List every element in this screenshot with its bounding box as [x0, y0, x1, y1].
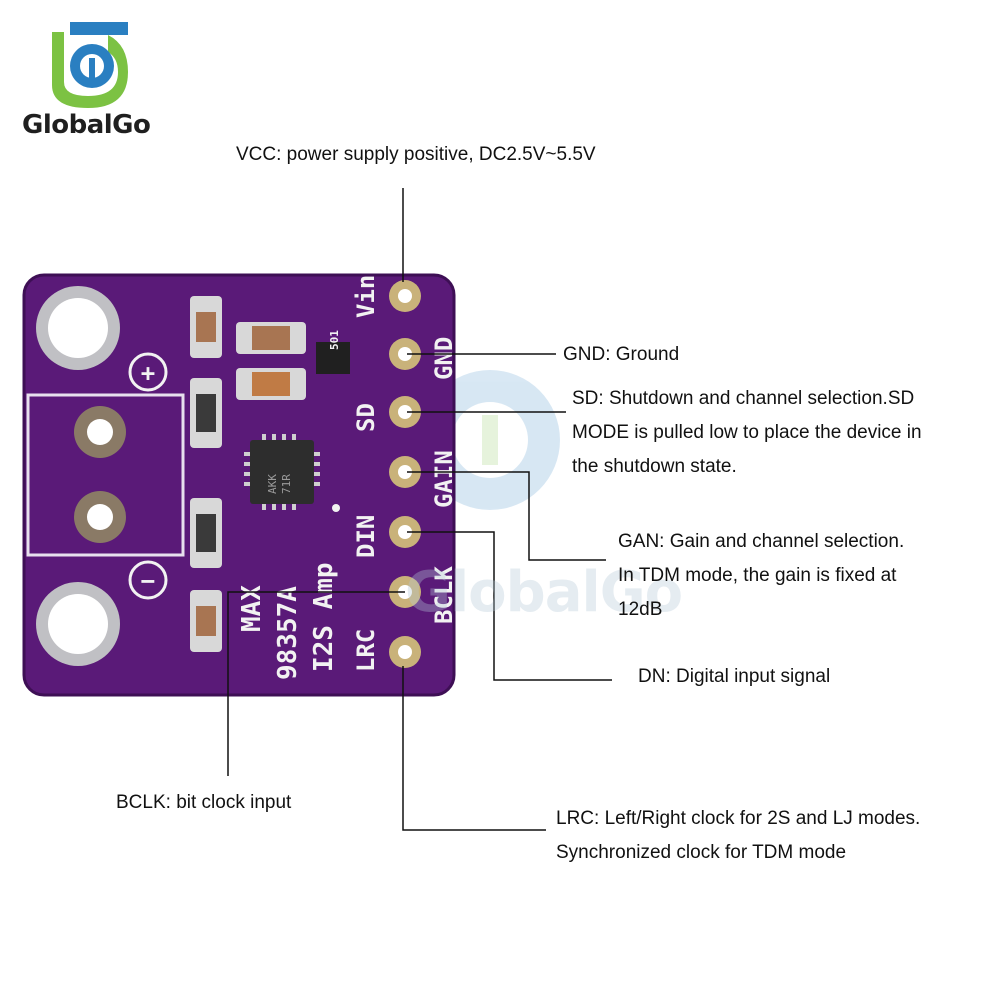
chip-marking-line-2: 71R: [280, 474, 293, 494]
leader-din: [407, 531, 612, 681]
chip-marking-line-1: AKK: [266, 474, 279, 494]
pin-label-din: DIN: [352, 515, 380, 558]
label-vcc: VCC: power supply positive, DC2.5V~5.5V: [236, 144, 596, 165]
label-gain-line-3: 12dB: [618, 599, 663, 620]
label-sd-line-3: the shutdown state.: [572, 456, 737, 477]
label-din: DN: Digital input signal: [638, 666, 831, 687]
pin-label-lrc: LRC: [352, 629, 380, 672]
leader-bclk: [227, 591, 405, 776]
pin-label-gnd: GND: [430, 337, 458, 380]
label-sd-line-2: MODE is pulled low to place the device i…: [572, 422, 922, 443]
pin-pads: [389, 280, 421, 668]
label-gain: GAN: Gain and channel selection. In TDM …: [618, 525, 904, 627]
pin-label-vin: Vin: [352, 275, 380, 318]
label-bclk: BCLK: bit clock input: [116, 792, 292, 813]
label-lrc-line-2: Synchronized clock for TDM mode: [556, 842, 847, 863]
pcb-board: + − 501 AKK 71R: [22, 273, 458, 697]
label-sd: SD: Shutdown and channel selection.SD MO…: [572, 382, 922, 484]
silk-chip-line-2: 98357A: [273, 586, 303, 680]
label-lrc-line-1: LRC: Left/Right clock for 2S and LJ mode…: [556, 808, 921, 829]
plus-symbol: +: [141, 359, 155, 387]
pin-label-bclk: BCLK: [430, 566, 458, 624]
leader-gain: [407, 471, 606, 561]
label-lrc: LRC: Left/Right clock for 2S and LJ mode…: [556, 802, 920, 870]
minus-symbol: −: [141, 567, 155, 595]
label-gnd: GND: Ground: [563, 344, 680, 365]
label-sd-line-1: SD: Shutdown and channel selection.SD: [572, 388, 915, 409]
watermark-text: GlobalGo: [405, 560, 683, 625]
resistor-code-text: 501: [328, 330, 341, 350]
pin-label-sd: SD: [352, 403, 380, 432]
label-gain-line-2: In TDM mode, the gain is fixed at: [618, 565, 897, 586]
silk-chip-line-3: I2S Amp: [309, 562, 339, 672]
leader-lrc: [402, 666, 546, 831]
label-gain-line-1: GAN: Gain and channel selection.: [618, 531, 905, 552]
pin-label-gain: GAIN: [430, 450, 458, 508]
leader-lines: [227, 188, 612, 831]
brand-name: GlobalGo: [22, 110, 151, 140]
globalgo-logo-icon: [52, 22, 128, 108]
